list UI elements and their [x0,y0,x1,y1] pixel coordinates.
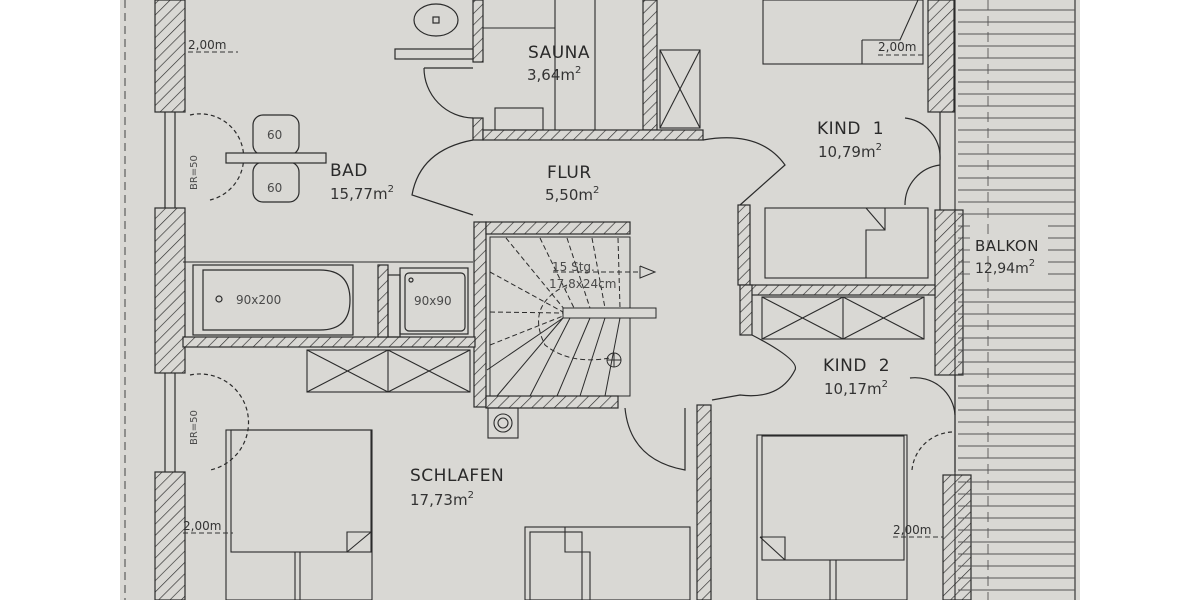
chimney-icon [487,407,519,439]
room-name-sauna: SAUNA [528,43,590,63]
sink-top-label: 60 [267,128,282,142]
schlafen-window-br-label: BR=50 [189,410,200,445]
bad-window-br-label: BR=50 [189,155,200,190]
kind1-height-dim: 2,00m [878,40,916,54]
bad-height-dim: 2,00m [188,38,226,52]
toilet-icon [394,3,474,60]
interior-lines [183,0,1076,600]
floor-plan-drawing: BAD 15,77m2 SAUNA 3,64m2 FLUR 5,50m2 KIN… [124,0,1076,600]
kind2-height-dim: 2,00m [893,523,931,537]
door-swings [164,67,956,472]
room-area-balkon: 12,94m2 [975,258,1035,277]
room-name-schlafen: SCHLAFEN [410,466,504,486]
staircase-icon [486,236,657,397]
room-labels: BAD 15,77m2 SAUNA 3,64m2 FLUR 5,50m2 KIN… [330,43,1039,509]
shower-label: 90x90 [414,294,452,308]
dimension-labels: 2,00m 2,00m 2,00m 2,00m [183,38,931,537]
bathtub-label: 90x200 [236,293,281,307]
sink-bottom-label: 60 [267,181,282,195]
schlafen-height-dim: 2,00m [183,519,221,533]
room-name-kind1: KIND 1 [817,119,884,139]
room-area-schlafen: 17,73m2 [410,490,474,509]
room-area-kind1: 10,79m2 [818,142,882,161]
room-area-flur: 5,50m2 [545,185,599,204]
floor-plan-sheet: BAD 15,77m2 SAUNA 3,64m2 FLUR 5,50m2 KIN… [120,0,1080,600]
shower-icon [387,267,469,338]
stairs-steps-label: 15 Stg. [552,260,595,274]
bathtub-icon [192,264,354,336]
room-name-bad: BAD [330,161,368,181]
room-name-kind2: KIND 2 [823,356,890,376]
double-sink-icon [225,114,327,203]
stairs-size-label: 17,8x24cm [549,277,616,291]
fixture-labels: 60 60 90x200 90x90 15 Stg. 17,8x24cm BR=… [189,128,616,445]
room-name-balkon: BALKON [975,237,1039,255]
walls [154,0,972,600]
dimension-lines [183,51,943,538]
room-name-flur: FLUR [547,163,592,183]
room-area-bad: 15,77m2 [330,184,394,203]
room-area-sauna: 3,64m2 [527,65,581,84]
balkon-slats [958,0,1075,600]
room-area-kind2: 10,17m2 [824,379,888,398]
